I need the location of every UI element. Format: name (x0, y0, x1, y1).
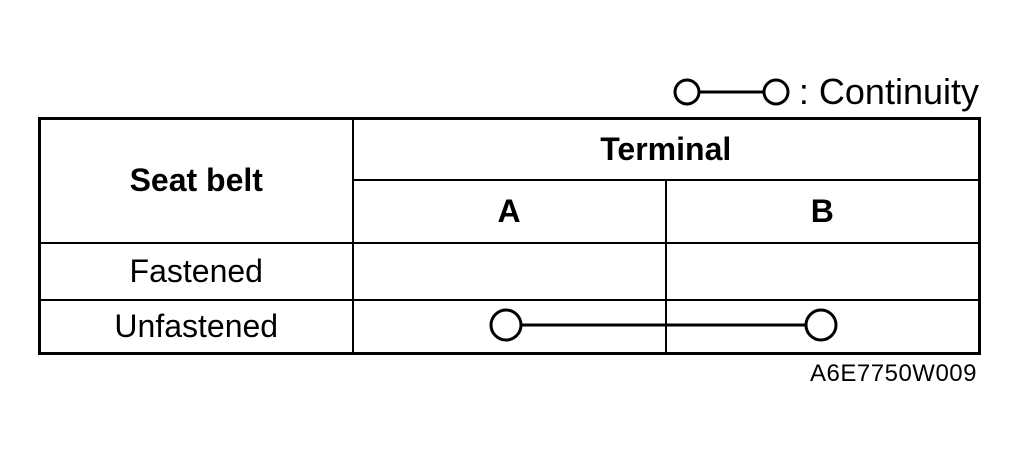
continuity-legend: : Continuity (673, 70, 979, 114)
seat-belt-header: Seat belt (38, 117, 354, 244)
cell-fastened-a (351, 241, 667, 301)
row-label-unfastened: Unfastened (38, 298, 354, 355)
continuity-legend-label: : Continuity (798, 71, 979, 112)
cell-unfastened-b (664, 298, 981, 355)
terminal-header: Terminal (351, 117, 981, 181)
figure-code: A6E7750W009 (810, 360, 977, 387)
cell-fastened-b (664, 241, 981, 301)
row-label-fastened: Fastened (38, 241, 354, 301)
table-row-unfastened: Unfastened (38, 298, 981, 355)
cell-unfastened-a (351, 298, 667, 355)
terminal-b-header: B (664, 178, 981, 244)
terminal-a-header: A (351, 178, 667, 244)
table-row-fastened: Fastened (38, 241, 981, 301)
continuity-table: Seat belt Terminal A B Fastened Unfasten… (38, 117, 981, 355)
continuity-table-wrap: Seat belt Terminal A B Fastened Unfasten… (38, 117, 981, 355)
continuity-icon (673, 78, 790, 106)
